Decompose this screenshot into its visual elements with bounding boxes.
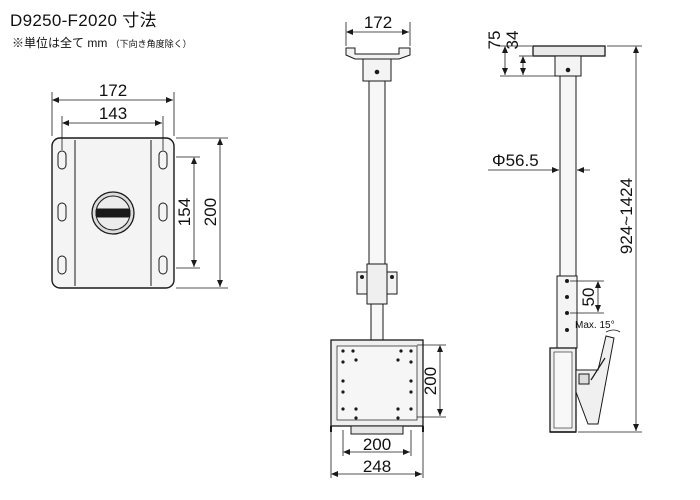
clamp-left	[356, 271, 368, 295]
upper-pipe	[368, 80, 386, 272]
dim-label-248: 248	[363, 457, 391, 476]
clamp-bolt-right	[390, 275, 394, 279]
vesa-hole	[409, 390, 413, 394]
tilt-label: Max. 15°	[575, 320, 615, 331]
clamp-bolt-left	[360, 275, 364, 279]
dim-label-34: 34	[503, 31, 522, 50]
lower-pipe	[370, 303, 384, 341]
dim-label-143: 143	[99, 104, 127, 123]
side-pitch-holes	[565, 279, 569, 332]
pitch-hole	[565, 328, 569, 332]
tilt-angle-arc	[605, 329, 621, 333]
side-upper-pipe	[559, 75, 577, 277]
drawing-title: D9250-F2020 寸法	[10, 6, 157, 31]
side-bracket-neck	[554, 55, 582, 77]
title-suffix: 寸法	[122, 11, 157, 30]
pitch-hole	[565, 279, 569, 283]
vesa-hole	[341, 390, 345, 394]
ceiling-bracket	[345, 47, 411, 60]
dim-label-diameter: Φ56.5	[492, 151, 539, 170]
vesa-hole	[396, 407, 400, 411]
vesa-plate-inner	[336, 345, 418, 421]
pipe-sleeve	[366, 263, 388, 305]
slot-left-mid	[57, 202, 67, 222]
dim-label-200-left: 200	[201, 198, 220, 226]
slot-right-mid	[158, 202, 168, 222]
unit-note-sub: （下向き角度除く）	[110, 39, 192, 49]
vesa-hole	[341, 407, 345, 411]
vesa-hole	[409, 360, 413, 364]
plate-bottom-tab	[350, 425, 404, 435]
pitch-hole	[565, 311, 569, 315]
front-view-dimensions	[330, 22, 446, 478]
dim-label-154: 154	[175, 198, 194, 226]
unit-note: ※単位は全て mm （下向き角度除く）	[12, 34, 192, 51]
bracket-bolt	[374, 69, 380, 75]
tilt-arm	[590, 357, 606, 381]
vesa-hole	[354, 407, 358, 411]
vesa-hole	[409, 379, 413, 383]
dim-label-75: 75	[485, 31, 504, 50]
vesa-holes	[341, 349, 413, 420]
vesa-hole	[341, 349, 345, 353]
vesa-hole	[341, 360, 345, 364]
unit-note-main: ※単位は全て mm	[12, 36, 108, 50]
dim-label-length: 924~1424	[617, 178, 636, 254]
dim-label-172: 172	[99, 81, 127, 100]
slot-right-bottom	[158, 255, 168, 275]
vesa-hole	[409, 407, 413, 411]
side-tilt-inner	[553, 351, 573, 429]
vesa-hole	[354, 358, 358, 362]
slot-right-top	[158, 150, 168, 170]
vesa-hole	[351, 349, 355, 353]
mounting-plate-dimensions	[51, 92, 228, 289]
vesa-hole	[409, 349, 413, 353]
dim-label-172-front: 172	[364, 13, 392, 32]
pitch-hole	[565, 295, 569, 299]
pipe-cap-slot	[95, 208, 131, 218]
vesa-hole	[341, 379, 345, 383]
front-view	[330, 47, 424, 435]
dim-label-200-width: 200	[363, 435, 391, 454]
slot-left-bottom	[57, 255, 67, 275]
slot-left-top	[57, 150, 67, 170]
dim-label-200-height: 200	[421, 367, 440, 395]
tilt-knob	[578, 373, 590, 385]
vesa-hole	[354, 416, 358, 420]
mounting-plate-view	[51, 137, 175, 289]
vesa-hole	[399, 349, 403, 353]
vesa-hole	[396, 416, 400, 420]
side-bracket-bolt	[565, 67, 571, 73]
side-ceiling-plate	[532, 45, 606, 57]
dim-label-50: 50	[579, 288, 598, 307]
model-title: D9250-F2020	[10, 11, 118, 30]
side-view	[532, 45, 615, 433]
clamp-right	[386, 271, 398, 295]
vesa-hole	[396, 358, 400, 362]
side-view-dimensions	[488, 45, 642, 433]
